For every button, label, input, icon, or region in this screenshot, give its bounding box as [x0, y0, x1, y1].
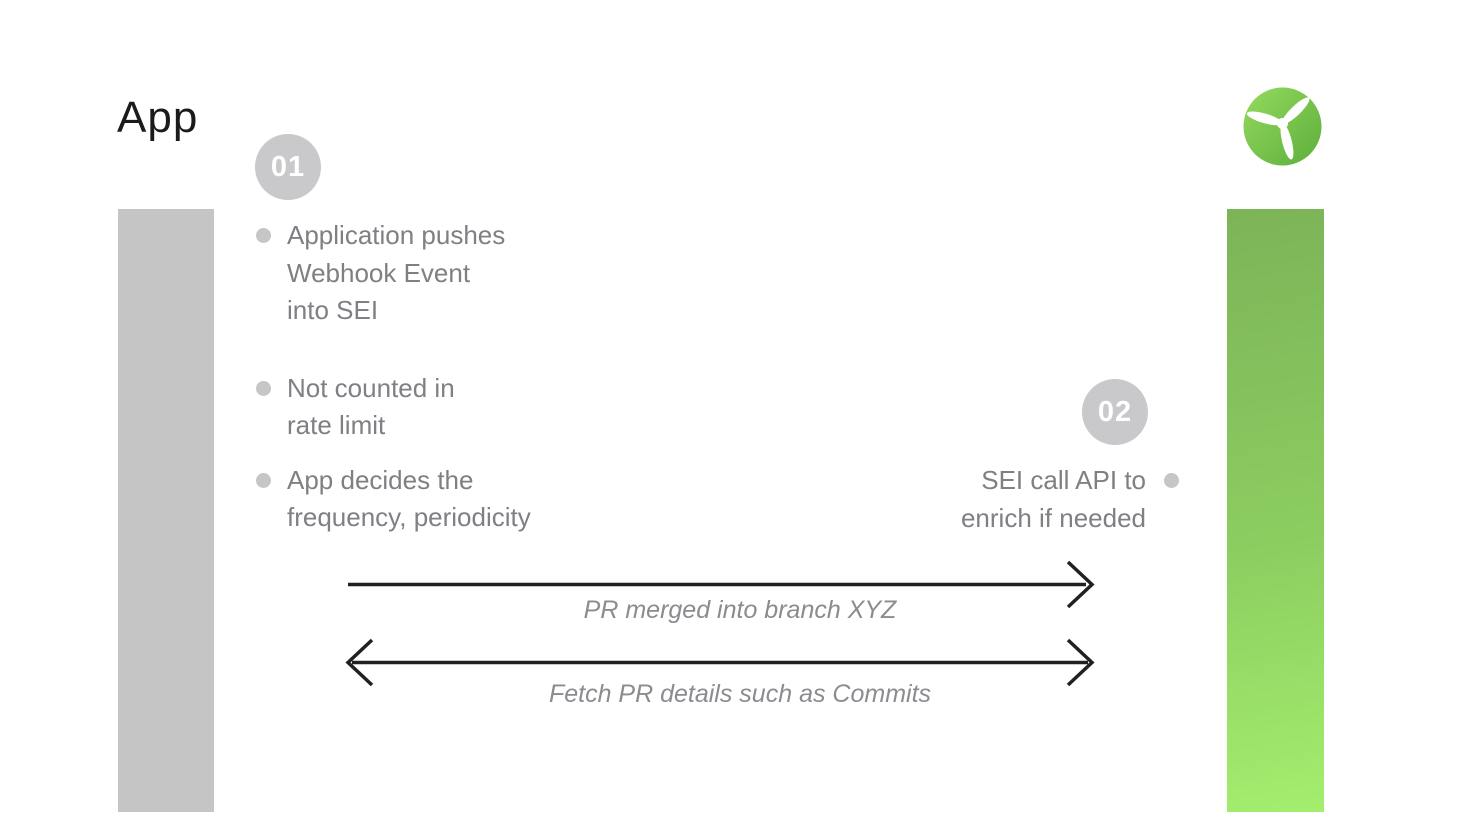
- bullet-text: Application pushes Webhook Event into SE…: [287, 217, 505, 330]
- arrow-label-fetch: Fetch PR details such as Commits: [548, 680, 932, 708]
- bullet-line: Not counted in: [287, 372, 455, 403]
- arrow-left-head-icon: [345, 638, 374, 687]
- bullet-line: rate limit: [287, 410, 386, 440]
- arrow-right-head-icon: [1066, 638, 1095, 687]
- arrow-right-head-icon: [1066, 560, 1095, 609]
- app-lane-bar: [118, 209, 214, 812]
- bullet-dot: [256, 380, 271, 396]
- bullet-line: App decides the: [287, 464, 474, 495]
- step-badge-02-label: 02: [1097, 395, 1133, 428]
- list-item: App decides the frequency, periodicity: [256, 462, 596, 537]
- note-text: SEI call API to enrich if needed: [896, 462, 1146, 537]
- step-badge-01: 01: [255, 134, 321, 200]
- arrow-label-forward: PR merged into branch XYZ: [583, 596, 897, 624]
- flow-arrows: [345, 560, 1095, 687]
- list-item: Not counted in rate limit: [256, 370, 596, 445]
- bullet-dot: [256, 472, 271, 488]
- bullet-text: App decides the frequency, periodicity: [287, 462, 531, 537]
- app-bullet-list: Application pushes Webhook Event into SE…: [256, 217, 596, 537]
- note-line: SEI call API to: [981, 465, 1146, 495]
- bullet-line: into SEI: [287, 295, 379, 325]
- note-line: enrich if needed: [960, 502, 1146, 533]
- list-item: Application pushes Webhook Event into SE…: [256, 217, 596, 330]
- page-title: App: [117, 93, 199, 142]
- step-badge-01-label: 01: [270, 150, 306, 183]
- bullet-text: Not counted in rate limit: [287, 370, 455, 445]
- bullet-dot: [1164, 473, 1179, 488]
- step-badge-02: 02: [1082, 379, 1148, 445]
- bullet-line: Application pushes: [287, 220, 506, 250]
- bullet-line: frequency, periodicity: [287, 502, 531, 532]
- bullet-dot: [256, 228, 271, 243]
- propeller-icon: [1243, 87, 1322, 166]
- sei-note: SEI call API to enrich if needed: [896, 462, 1181, 537]
- sei-lane-bar: [1227, 209, 1324, 812]
- bullet-line: Webhook Event: [287, 257, 471, 288]
